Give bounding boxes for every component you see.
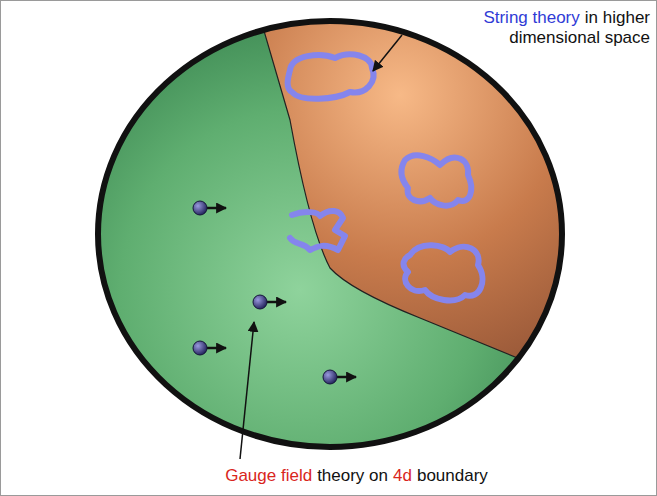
label: Gauge field — [225, 466, 312, 486]
open-string — [290, 211, 345, 250]
particle-arrow — [207, 347, 226, 350]
string-loop — [404, 245, 483, 300]
label-group: String theoryin higher dimensional space — [435, 8, 650, 48]
ball-outline — [98, 21, 562, 447]
particle-arrow — [267, 301, 286, 304]
bulk-region — [255, 0, 657, 400]
particle-arrow — [337, 376, 356, 379]
label: 4d — [393, 466, 412, 486]
leader-line — [373, 35, 402, 71]
particle-dot — [193, 341, 207, 355]
string-loop — [402, 155, 472, 205]
particles — [193, 201, 356, 384]
label: theory on — [317, 466, 388, 486]
particle-dot — [323, 370, 337, 384]
label: String theory — [483, 8, 579, 27]
leader-line — [240, 322, 254, 459]
particle-dot — [253, 295, 267, 309]
label: boundary — [417, 466, 488, 486]
particle-dot — [193, 201, 207, 215]
particle-arrow — [207, 207, 226, 210]
label-group: Gauge fieldtheory on4dboundary — [0, 466, 657, 486]
string-loop — [288, 54, 374, 98]
